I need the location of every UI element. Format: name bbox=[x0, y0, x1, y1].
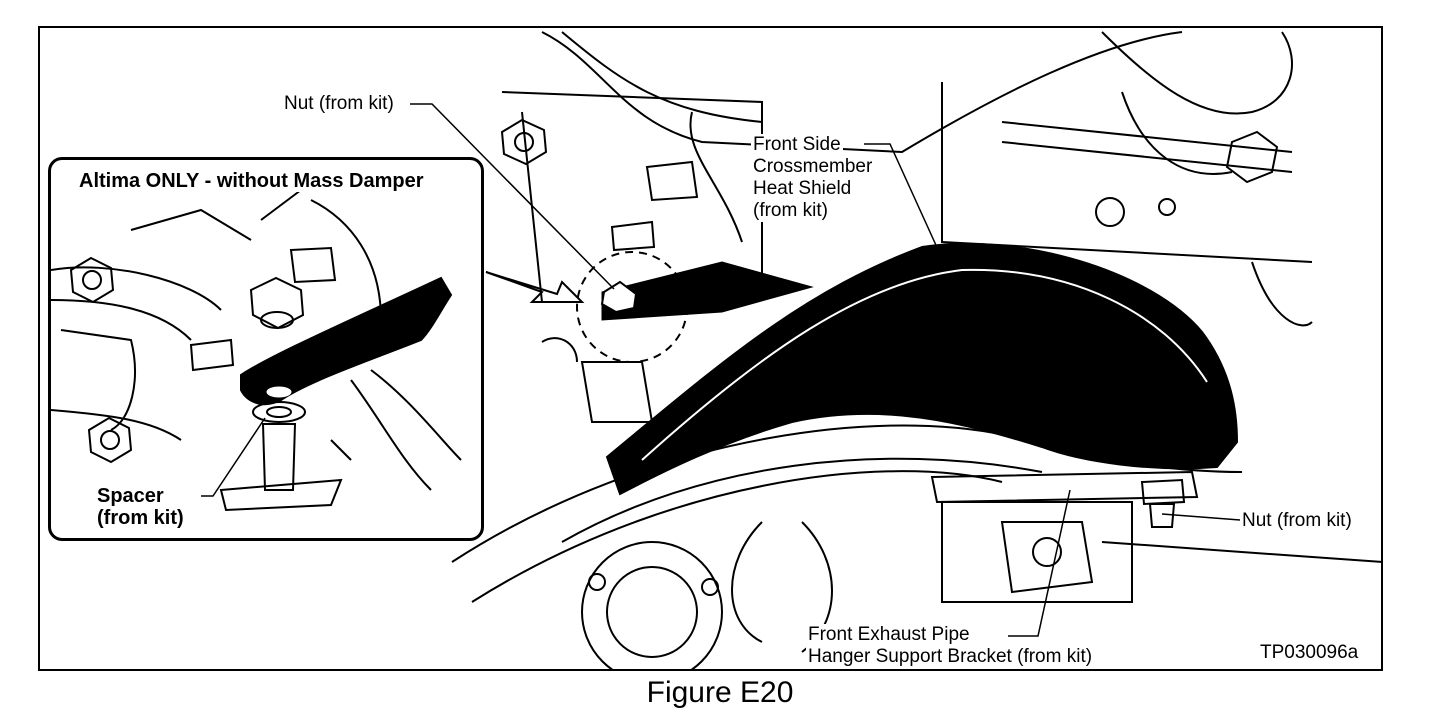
inset-illustration bbox=[51, 189, 462, 512]
callout-bracket-line2: Hanger Support Bracket (from kit) bbox=[806, 646, 1095, 668]
callout-heat-shield-line4: (from kit) bbox=[751, 200, 830, 222]
inset-spacer-label-line2: (from kit) bbox=[95, 507, 186, 529]
figure-caption: Figure E20 bbox=[646, 676, 794, 709]
inset-title: Altima ONLY - without Mass Damper bbox=[77, 170, 426, 192]
main-illustration bbox=[410, 31, 1381, 669]
inset-bracket-shape bbox=[240, 276, 453, 406]
callout-nut-right: Nut (from kit) bbox=[1240, 510, 1354, 532]
callout-heat-shield-line2: Crossmember bbox=[751, 156, 875, 178]
callout-heat-shield-line1: Front Side bbox=[751, 134, 843, 156]
callout-bracket-line1: Front Exhaust Pipe bbox=[806, 624, 972, 646]
inset-detail-box: Altima ONLY - without Mass Damper Spacer… bbox=[48, 157, 484, 541]
callout-heat-shield-line3: Heat Shield bbox=[751, 178, 854, 200]
heat-shield-shape bbox=[605, 242, 1239, 496]
callout-nut-top: Nut (from kit) bbox=[282, 93, 396, 115]
figure-reference-code: TP030096a bbox=[1258, 642, 1361, 664]
inset-spacer-label-line1: Spacer bbox=[95, 485, 166, 507]
